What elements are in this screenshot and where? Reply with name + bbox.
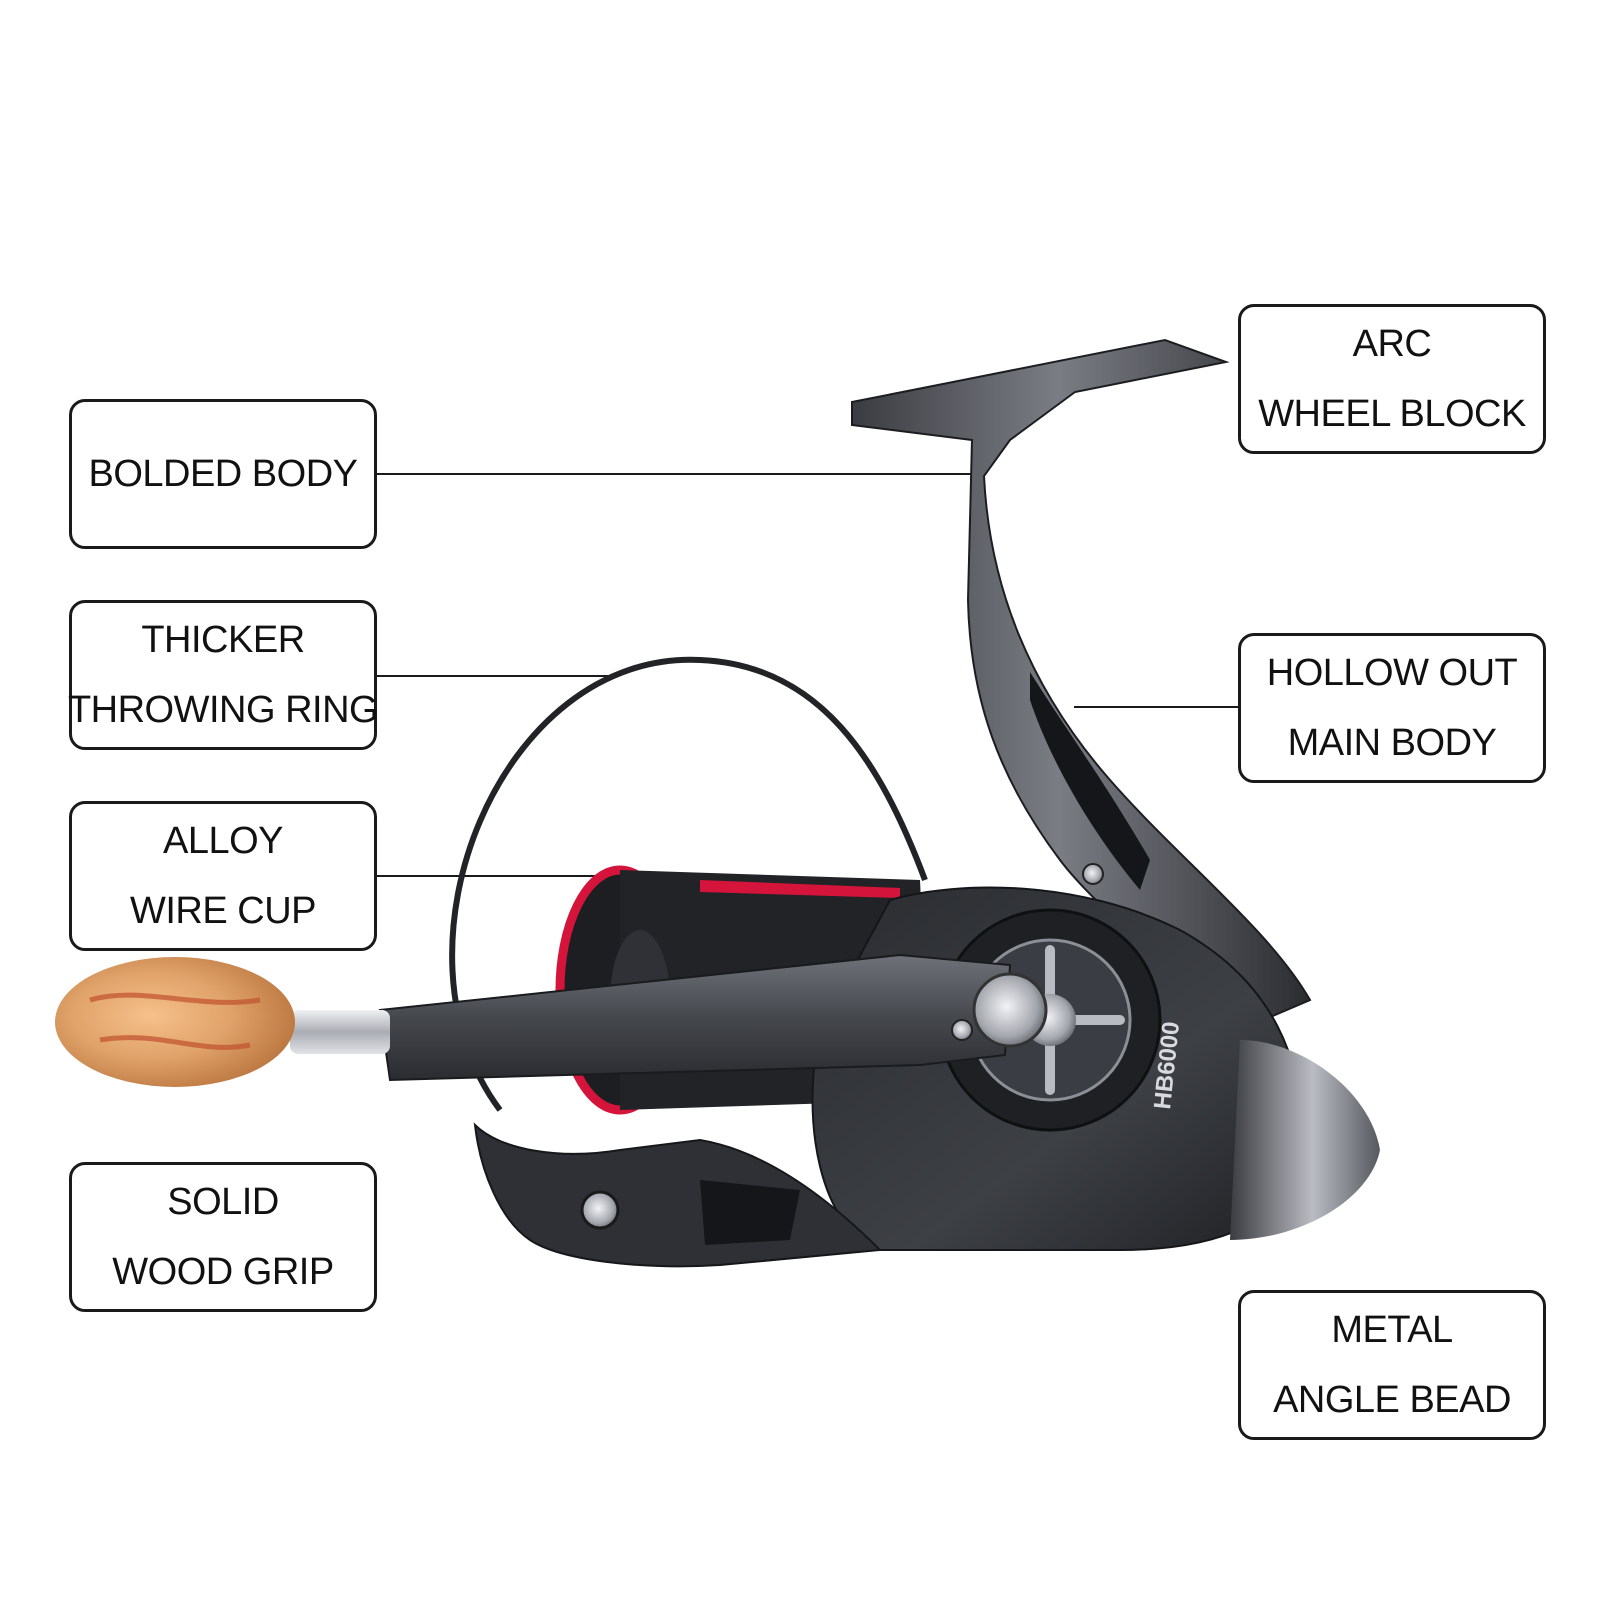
callout-wood-grip: SOLID WOOD GRIP — [69, 1162, 377, 1312]
callout-line: THROWING RING — [67, 689, 379, 731]
callout-line: ALLOY — [162, 820, 284, 862]
foot-bolt — [580, 1190, 620, 1230]
arm-screw — [1082, 863, 1104, 885]
leader-lines — [376, 473, 1238, 877]
callout-line: WIRE CUP — [130, 890, 317, 932]
callout-angle-bead: METAL ANGLE BEAD — [1238, 1290, 1546, 1440]
wood-knob — [55, 957, 295, 1087]
callout-line: WOOD GRIP — [112, 1251, 334, 1293]
callout-line: MAIN BODY — [1287, 722, 1497, 764]
foot-cutout — [700, 1180, 800, 1245]
callout-line: BOLDED BODY — [88, 453, 358, 495]
callout-arc-wheel-block: ARC WHEEL BLOCK — [1238, 304, 1546, 454]
callout-line: METAL — [1331, 1309, 1453, 1351]
spool-stripe — [700, 880, 900, 898]
callout-line: WHEEL BLOCK — [1258, 393, 1526, 435]
handle-joint — [972, 972, 1048, 1048]
wood-grain — [89, 992, 261, 1050]
rotor-arm — [851, 338, 1312, 1032]
handle-shaft — [290, 1010, 390, 1054]
hollow-cutout — [1030, 672, 1150, 890]
callout-line: ARC — [1352, 323, 1432, 365]
callout-line: THICKER — [141, 619, 305, 661]
callout-line: ANGLE BEAD — [1273, 1379, 1511, 1421]
callout-line: SOLID — [167, 1181, 279, 1223]
crank-handle — [55, 953, 1048, 1087]
callout-hollow-body: HOLLOW OUT MAIN BODY — [1238, 633, 1546, 783]
callout-line: HOLLOW OUT — [1266, 652, 1518, 694]
handle-arm — [378, 953, 1012, 1082]
callout-wire-cup: ALLOY WIRE CUP — [69, 801, 377, 951]
handle-screw — [951, 1019, 973, 1041]
callout-bolded-body: BOLDED BODY — [69, 399, 377, 549]
bail-wire — [449, 656, 928, 1112]
side-cover — [1230, 1040, 1380, 1240]
callout-throwing-ring: THICKER THROWING RING — [67, 600, 379, 750]
